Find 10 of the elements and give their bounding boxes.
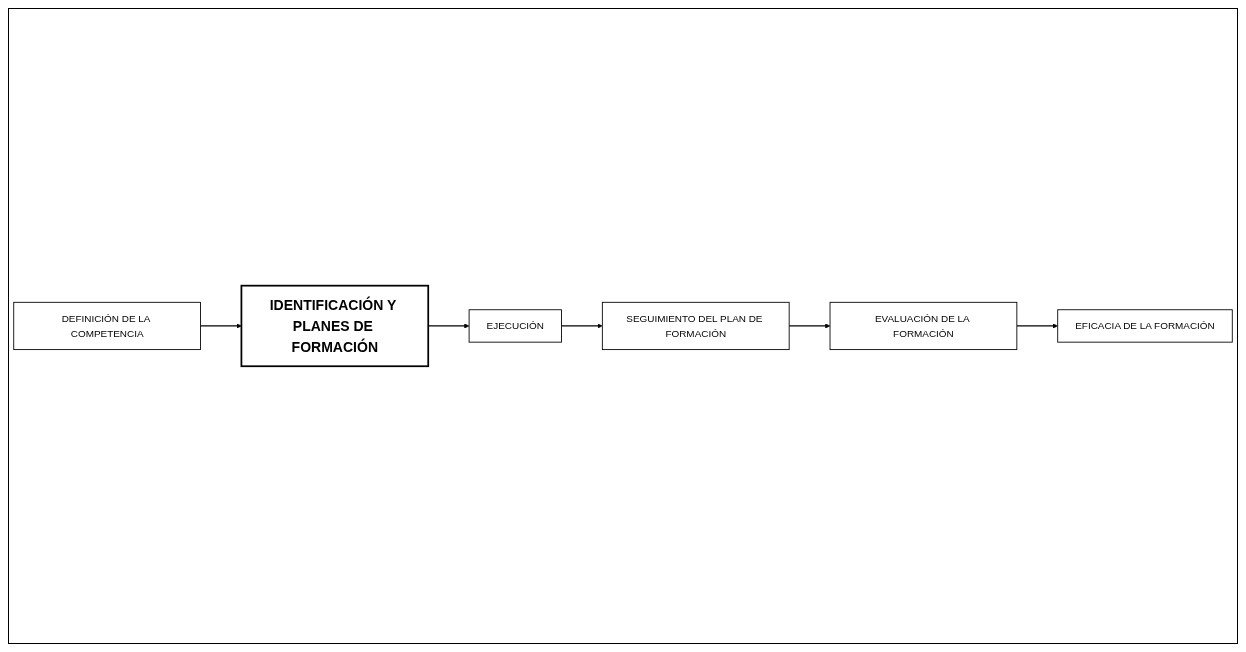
- arrow: [199, 323, 242, 329]
- node-box: SEGUIMIENTO DEL PLAN DE FORMACIÓN: [601, 301, 790, 351]
- node-box: EFICACIA DE LA FORMACIÓN: [1057, 309, 1233, 343]
- node-box: EJECUCIÓN: [468, 309, 562, 343]
- node-box: EVALUACIÓN DE LA FORMACIÓN: [829, 301, 1018, 351]
- arrow: [1016, 323, 1058, 329]
- node-box: DEFINICIÓN DE LA COMPETENCIA: [13, 301, 201, 351]
- arrow: [788, 323, 831, 329]
- arrow: [560, 323, 603, 329]
- node-box: IDENTIFICACIÓN Y PLANES DE FORMACIÓN: [240, 284, 430, 368]
